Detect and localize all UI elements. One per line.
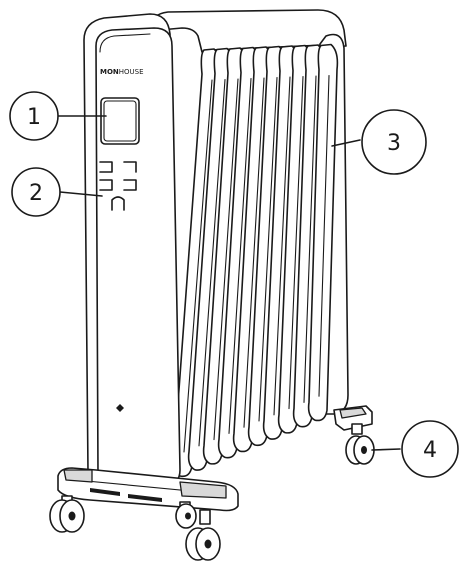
callout-leaders [57,115,401,451]
base-assembly [49,405,375,561]
radiator-fin-groove [243,77,265,428]
radiator-fin-groove [213,78,239,441]
front-mid-caster [175,501,197,529]
front-right-caster [185,509,221,561]
callout-label-1: 1 [27,105,41,130]
radiator-fin-groove [228,77,252,434]
front-left-caster [49,495,85,533]
brand-logo: MONHOUSE [100,68,144,76]
display-screen [100,97,140,145]
callout-label-4: 4 [423,438,437,463]
callout-1: 1 [9,91,59,141]
callout-3: 3 [361,109,427,175]
radiator-fin-groove [183,79,213,453]
rear-caster [345,423,375,465]
radiator-fins [172,43,339,478]
radiator-fin-groove [273,76,291,416]
radiator-fin-groove [303,75,317,403]
callout-2: 2 [11,167,61,217]
power-indicator [116,404,124,412]
callout-label-2: 2 [29,181,43,206]
radiator-fin-groove [318,74,330,397]
radiator-fin-groove [288,75,304,410]
radiator-fin [307,43,339,422]
radiator-fin-groove [258,76,278,422]
control-panel: MONHOUSE [95,27,181,489]
radiator-fin-groove [198,78,226,447]
callout-label-3: 3 [387,131,401,156]
callout-4: 4 [401,420,459,478]
control-buttons [99,161,137,211]
